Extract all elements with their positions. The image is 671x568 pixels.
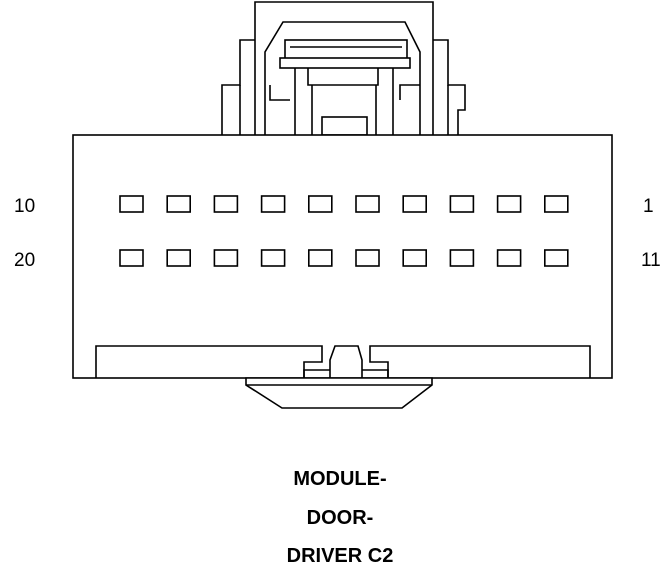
pin-cavity [402,195,428,213]
pin-cavity [166,195,191,213]
pin-cavity [260,195,286,213]
pin-label-10: 10 [14,196,35,217]
pin-cavity [355,195,380,213]
caption-line-2: DOOR- [307,507,374,529]
pin-cavity [496,249,522,267]
connector-body [72,134,613,379]
pin-cavity [307,195,333,213]
pin-label-11: 11 [641,250,661,271]
pin-cavity [543,249,569,267]
pin-cavity [166,249,191,267]
pin-cavity [213,195,239,213]
pin-label-1: 1 [643,196,654,217]
caption-line-3: DRIVER C2 [287,545,394,567]
pin-cavity [449,249,475,267]
pin-cavity [119,195,144,213]
pin-cavity [543,195,569,213]
connector-latch [221,1,466,136]
pin-cavity [496,195,522,213]
pin-cavity [355,249,380,267]
pin-cavities [119,195,569,267]
pin-cavity [260,249,286,267]
pin-cavity [119,249,144,267]
pin-cavity [449,195,475,213]
pin-label-20: 20 [14,250,35,271]
pin-cavity [213,249,239,267]
pin-cavity [307,249,333,267]
connector-foot [245,377,433,409]
pin-cavity [402,249,428,267]
caption-line-1: MODULE- [293,468,386,490]
connector-bottom-key [95,345,591,378]
